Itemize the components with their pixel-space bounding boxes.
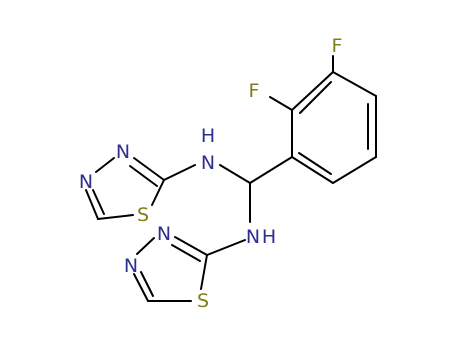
bond-r2-s-c2 bbox=[200, 254, 208, 290]
bond-nh2-ring2 bbox=[206, 239, 246, 256]
thiadiazole-ring-2 bbox=[133, 236, 208, 302]
bond-b6-b1 bbox=[291, 71, 334, 111]
bond-r1-c2-n3-double bbox=[129, 165, 158, 187]
atom-fluorine-2: F bbox=[249, 80, 260, 102]
benzene-ring bbox=[291, 71, 377, 184]
bond-r1-n3-n4 bbox=[95, 157, 115, 173]
atom-ring-1-sulfur: S bbox=[137, 204, 149, 226]
bond-b1-b2 bbox=[332, 71, 377, 97]
bond-r2-n3-n4 bbox=[136, 237, 155, 255]
bond-ch-nh1 bbox=[219, 164, 251, 184]
atom-ring-1-nitrogen-4: N bbox=[79, 171, 93, 193]
atom-ring-2-nitrogen-4: N bbox=[124, 255, 138, 277]
atom-fluorine-1: F bbox=[332, 35, 343, 57]
bond-b4-b5-inner bbox=[298, 152, 332, 175]
bond-r2-c2-n3-double bbox=[171, 244, 201, 262]
bond-r2-c2-n3 bbox=[174, 236, 208, 256]
atom-ring-2-sulfur: S bbox=[197, 290, 209, 312]
bond-nh1-ring1 bbox=[163, 164, 196, 181]
atom-amine-1-nitrogen: N bbox=[201, 152, 215, 174]
atom-amine-2-hydrogen: H bbox=[262, 226, 276, 248]
bond-r1-c5-s bbox=[97, 214, 134, 220]
bond-b6-b1-inner bbox=[299, 81, 332, 114]
bond-r2-n4-c5-double bbox=[140, 271, 154, 297]
atom-ring-1-nitrogen-3: N bbox=[116, 141, 130, 163]
atom-ring-2-nitrogen-3: N bbox=[157, 223, 171, 245]
bond-r1-n4-c5-double bbox=[92, 189, 105, 215]
bond-c-f2 bbox=[269, 96, 293, 111]
bond-r1-n4-c5 bbox=[85, 189, 99, 220]
bond-r1-c2-n3 bbox=[133, 157, 165, 181]
bond-b3-b4 bbox=[332, 156, 377, 184]
bond-r1-s-c2 bbox=[151, 179, 165, 206]
thiadiazole-ring-1 bbox=[85, 157, 165, 220]
bond-ring-ch bbox=[249, 156, 293, 184]
bond-r2-n4-c5 bbox=[133, 273, 149, 302]
atom-amine-2-nitrogen: N bbox=[246, 226, 260, 248]
bond-b4-b5 bbox=[291, 156, 334, 184]
atom-amine-1-hydrogen: H bbox=[201, 125, 215, 147]
